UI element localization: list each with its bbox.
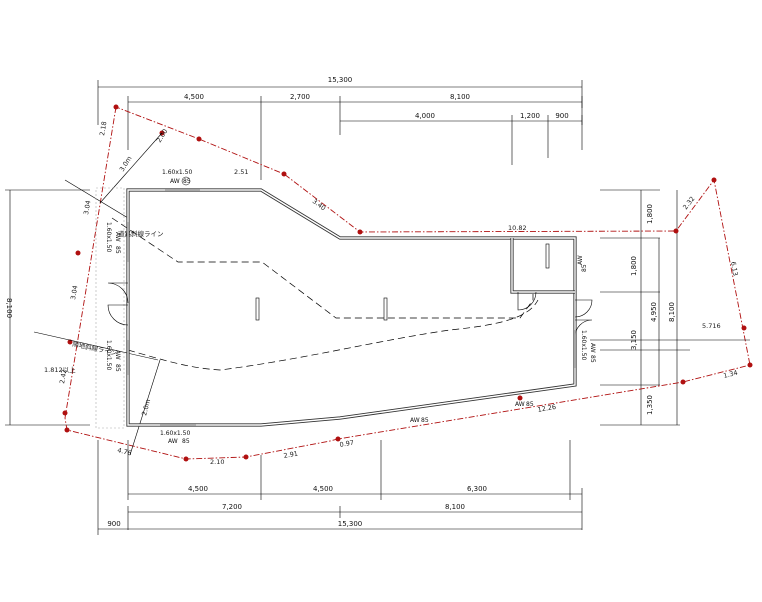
left-overall-dim: 8,100 [5,298,13,318]
boundary-length-labels: 2.18 3.04 3.04 2.42 2.51 3.40 10.82 2.32… [44,121,739,466]
label-right-seg-1: 2.32 [681,195,696,211]
bottom-row3-dim-1: 900 [107,520,120,528]
top-row2-dim-2: 1,200 [520,112,540,120]
top-overall-dim: 15,300 [328,76,353,84]
window-right-size: 1.60x1.50 [580,330,587,360]
right-col3-dim: 8,100 [668,302,676,322]
window-right-small-num: 85 [581,264,588,272]
label-left-note: 1.812以上 [44,365,76,374]
window-left2-aw: AW [114,350,121,360]
window-left2-num: 85 [114,364,121,372]
label-top-seg-3: 10.82 [508,224,527,232]
label-right-h: 5.716 [702,322,721,330]
window-top-num: 85 [183,178,191,185]
window-labels: 1.60x1.50 AW 85 1.60x1.50 AW 85 1.60x1.5… [105,169,596,445]
window-bottom-mid-num: 85 [421,417,429,424]
label-left-seg-a: 3.04 [82,200,92,216]
window-top-size: 1.60x1.50 [162,169,192,176]
label-diag-bottom: 2.0m [140,398,152,416]
window-bottom-right-num: 85 [526,401,534,408]
label-bottom-seg-4: 0.97 [339,439,355,449]
bottom-row1-dim-1: 4,500 [188,485,208,493]
top-row1-dim-1: 4,500 [184,93,204,101]
label-left-seg-c: 2.42 [58,369,68,385]
label-left-seg-b: 3.04 [69,285,79,301]
bottom-row1-dim-2: 4,500 [313,485,333,493]
label-diag-top: 3.0m [118,155,134,173]
window-left2-size: 1.60x1.50 [105,340,112,370]
label-bottom-seg-3: 2.91 [283,450,299,460]
right-col1-dim-1: 1,800 [646,204,654,224]
window-left1-num: 85 [114,246,121,254]
top-row2-dim-1: 4,000 [415,112,435,120]
window-bottom-aw: AW [168,438,178,445]
label-top-seg-1: 2.51 [234,168,248,176]
window-bottom-mid-aw: AW [410,417,420,424]
top-row1-dim-3: 8,100 [450,93,470,101]
window-right-small-aw: AW [577,255,584,265]
label-bottom-seg-2: 2.10 [210,458,224,466]
label-top-seg-2: 3.40 [311,197,327,212]
setback-label-1: 道路斜線ライン [118,229,164,238]
window-bottom-num: 85 [182,438,190,445]
left-dimension-lines: 8,100 [5,189,90,426]
label-bottom-seg-1: 4.76 [117,446,133,457]
building-walls [95,187,593,429]
bottom-row1-dim-3: 6,300 [467,485,487,493]
bottom-row3-dim-2: 15,300 [338,520,363,528]
bottom-row2-dim-1: 7,200 [222,503,242,511]
window-top-aw: AW [170,178,180,185]
window-right-aw: AW [589,343,596,353]
window-right-num: 85 [589,355,596,363]
label-bottom-seg-5: 12.26 [537,403,557,414]
label-diag-top-b: 2.00 [155,128,169,145]
right-dimension-lines: 1,800 1,800 3,150 1,350 4,950 8,100 [600,189,680,426]
label-right-seg-3: 1.34 [723,369,739,380]
right-col1-dim-4: 1,350 [646,395,654,415]
top-row2-dim-3: 900 [555,112,568,120]
top-row1-dim-2: 2,700 [290,93,310,101]
label-top-left-seg: 2.18 [98,121,108,137]
right-col1-dim-2: 1,800 [630,256,638,276]
bottom-row2-dim-2: 8,100 [445,503,465,511]
right-col2-dim: 4,950 [650,302,658,322]
window-left1-aw: AW [114,232,121,242]
window-left1-size: 1.60x1.50 [105,222,112,252]
window-bottom-right-aw: AW [515,401,525,408]
bottom-dimension-lines: 4,500 4,500 6,300 7,200 8,100 900 15,300 [97,440,583,535]
window-bottom-size: 1.60x1.50 [160,430,190,437]
top-dimension-lines: 15,300 4,500 2,700 8,100 4,000 1,200 900 [97,76,583,180]
label-right-seg-2: 6.13 [729,261,739,277]
